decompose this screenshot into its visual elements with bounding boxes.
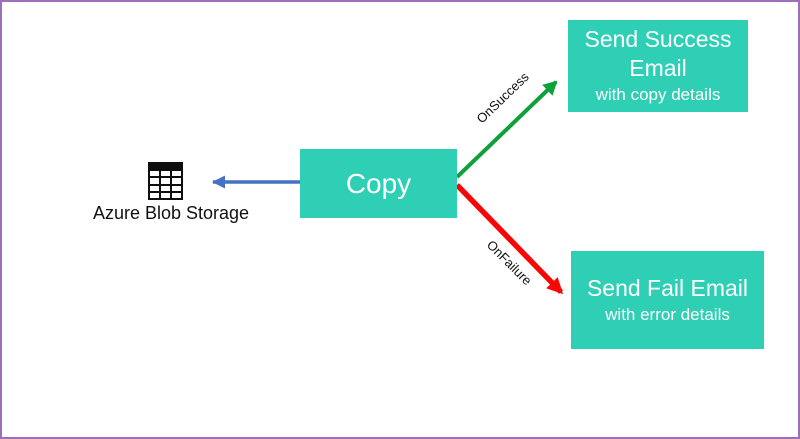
send-success-email-node: Send Success Email with copy details <box>568 20 748 112</box>
success-subtitle: with copy details <box>595 85 721 104</box>
copy-activity-label: Copy <box>345 167 412 199</box>
on-success-edge-label: OnSuccess <box>473 69 532 127</box>
table-icon-header <box>150 164 181 169</box>
send-fail-email-node: Send Fail Email with error details <box>571 251 764 349</box>
azure-blob-storage-label: Azure Blob Storage <box>92 203 250 223</box>
fail-title: Send Fail Email <box>586 274 749 301</box>
on-failure-edge-label: OnFailure <box>483 237 535 289</box>
table-icon <box>148 162 183 200</box>
fail-subtitle: with error details <box>605 304 730 324</box>
table-icon-grid <box>150 171 181 198</box>
success-title-line1: Send Success <box>584 26 732 52</box>
copy-activity-node: Copy <box>300 149 457 218</box>
success-title-line2: Email <box>629 55 687 81</box>
